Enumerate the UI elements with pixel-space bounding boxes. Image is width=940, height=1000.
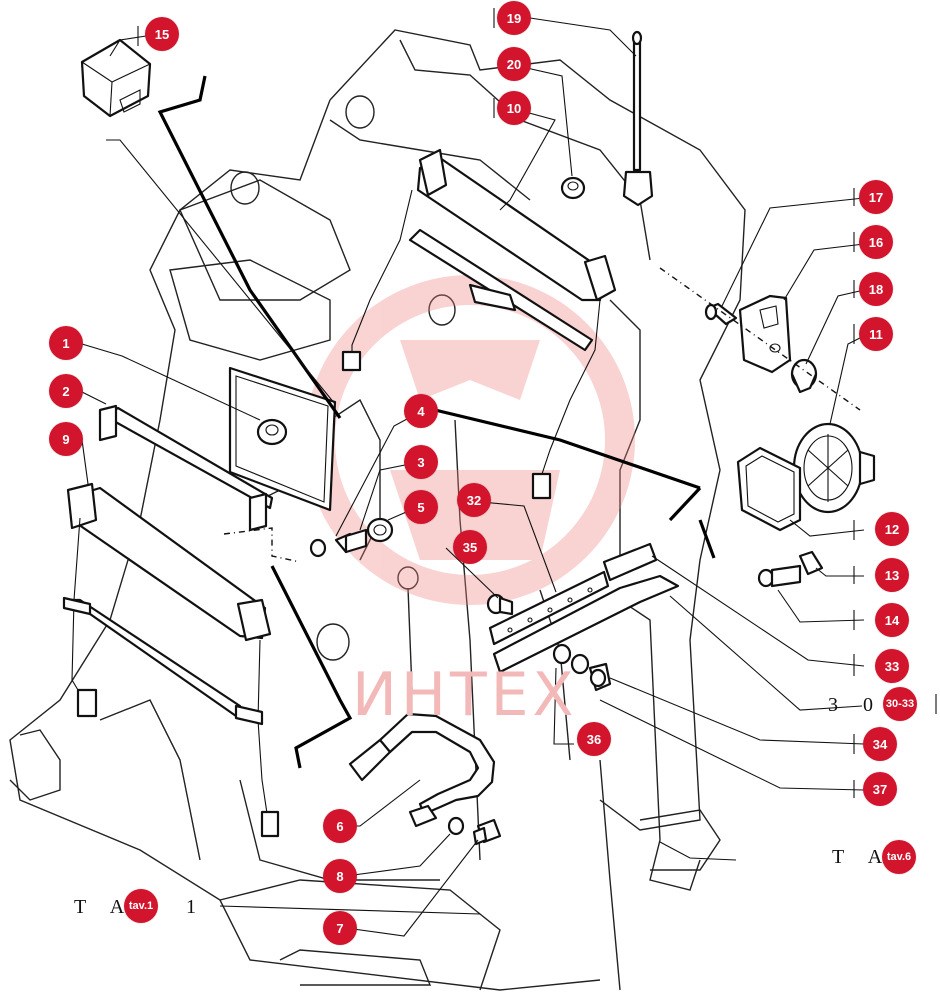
- part-6-handle: [348, 712, 496, 828]
- callout-12[interactable]: 12: [875, 512, 909, 546]
- reference-30-text: 3 0: [828, 694, 883, 716]
- reference-tav1-text: T A: [74, 896, 135, 918]
- part-18-bushing: [790, 358, 818, 394]
- part-9-frame: [62, 482, 280, 838]
- callout-30-33[interactable]: 30-33: [883, 687, 917, 721]
- callout-4[interactable]: 4: [404, 394, 438, 428]
- part-10-frame: [341, 148, 617, 500]
- washers-36-34-37: [552, 643, 612, 692]
- fastener-group-3-4-5: [309, 517, 394, 558]
- callout-1[interactable]: 1: [49, 326, 83, 360]
- callout-8[interactable]: 8: [323, 859, 357, 893]
- callout-32[interactable]: 32: [457, 483, 491, 517]
- assembly-axes: [223, 267, 861, 563]
- callout-20[interactable]: 20: [497, 47, 531, 81]
- callout-35[interactable]: 35: [453, 530, 487, 564]
- callout-9[interactable]: 9: [49, 422, 83, 456]
- callout-34[interactable]: 34: [863, 727, 897, 761]
- part-19-rod: [622, 30, 654, 207]
- callout-tav1[interactable]: tav.1: [124, 889, 158, 923]
- callout-13[interactable]: 13: [875, 558, 909, 592]
- part-16-bracket: [738, 294, 792, 374]
- callout-33[interactable]: 33: [875, 649, 909, 683]
- label-stubs: [137, 8, 937, 798]
- reference-tav1-suffix: 1: [186, 896, 206, 918]
- reference-brackets: [157, 75, 716, 769]
- part-1-panel: [228, 366, 337, 512]
- part-35-bolt: [486, 593, 514, 616]
- callout-6[interactable]: 6: [323, 809, 357, 843]
- part-7-bolt: [472, 818, 502, 846]
- part-11-disc: [792, 422, 876, 514]
- callout-15[interactable]: 15: [145, 17, 179, 51]
- part-17-bolt: [704, 302, 738, 326]
- callout-19[interactable]: 19: [497, 1, 531, 35]
- callout-10[interactable]: 10: [497, 91, 531, 125]
- part-14-screw: [757, 564, 802, 588]
- watermark-text: ИНТЕХ: [352, 660, 578, 730]
- part-15-housing: [80, 38, 152, 118]
- part-8-washer: [447, 816, 465, 836]
- part-33-plate: [492, 542, 680, 674]
- callout-11[interactable]: 11: [859, 317, 893, 351]
- callout-14[interactable]: 14: [875, 603, 909, 637]
- callout-3[interactable]: 3: [404, 445, 438, 479]
- part-20-bushing: [560, 176, 586, 200]
- callout-17[interactable]: 17: [859, 180, 893, 214]
- reference-tav6-text: T A: [832, 846, 893, 868]
- callout-18[interactable]: 18: [859, 272, 893, 306]
- callout-7[interactable]: 7: [323, 911, 357, 945]
- part-32-strip: [488, 570, 610, 646]
- part-12-gasket: [736, 446, 802, 532]
- callout-5[interactable]: 5: [404, 490, 438, 524]
- callout-16[interactable]: 16: [859, 225, 893, 259]
- part-2-rod: [98, 404, 274, 532]
- callout-36[interactable]: 36: [577, 722, 611, 756]
- callout-37[interactable]: 37: [863, 772, 897, 806]
- callout-2[interactable]: 2: [49, 374, 83, 408]
- callout-tav6[interactable]: tav.6: [882, 840, 916, 874]
